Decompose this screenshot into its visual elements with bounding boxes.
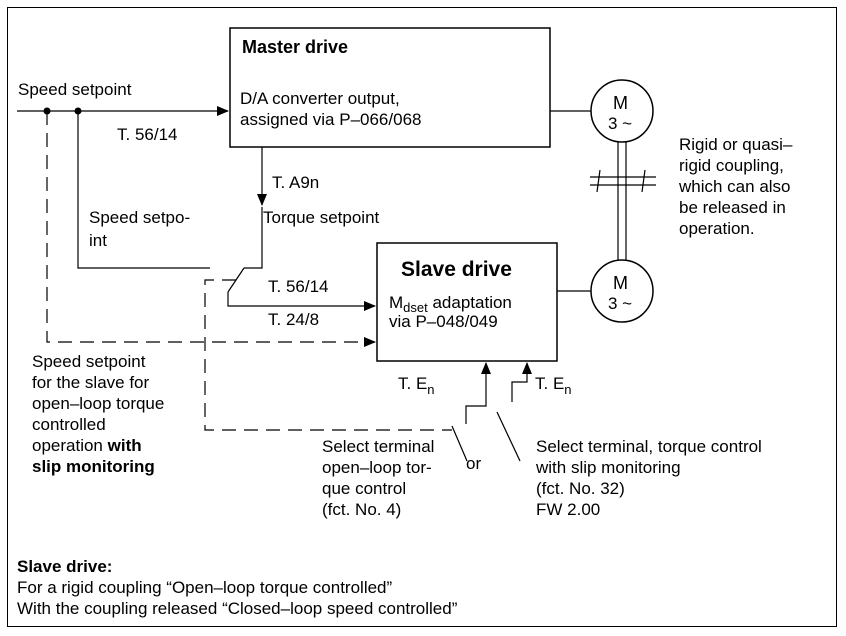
coupling-note-4: be released in	[679, 198, 786, 217]
terminal-en-left: T. En	[398, 374, 435, 397]
select-right-1: Select terminal, torque control	[536, 437, 762, 456]
slave-drive-box	[376, 242, 558, 362]
terminal-56-14-top: T. 56/14	[117, 125, 178, 144]
select-left-2: open–loop tor-	[322, 458, 432, 477]
slave-setpoint-line-5: operation with	[32, 436, 142, 455]
master-drive-title: Master drive	[242, 37, 349, 57]
coupling-note-1: Rigid or quasi–	[679, 135, 793, 154]
slave-drive-line-2: via P–048/049	[389, 312, 498, 331]
footer-title: Slave drive:	[17, 557, 113, 576]
slave-setpoint-line-4: controlled	[32, 415, 106, 434]
slave-setpoint-line-6: slip monitoring	[32, 457, 155, 476]
footer-line-1: For a rigid coupling “Open–loop torque c…	[17, 578, 393, 597]
select-right-2: with slip monitoring	[536, 458, 681, 477]
coupling-note-2: rigid coupling,	[679, 156, 784, 175]
select-left-1: Select terminal	[322, 437, 435, 456]
terminal-en-right: T. En	[535, 374, 572, 397]
slave-drive-title: Slave drive	[401, 258, 512, 281]
slave-setpoint-line-2: for the slave for	[32, 373, 150, 392]
master-drive-box	[229, 27, 551, 148]
speed-setpo-label: Speed setpo-	[89, 208, 191, 227]
torque-setpoint-label: Torque setpoint	[263, 208, 380, 227]
or-label: or	[466, 454, 482, 473]
master-drive-line-2: assigned via P–066/068	[240, 110, 422, 129]
select-left-4: (fct. No. 4)	[322, 500, 402, 519]
terminal-56-14: T. 56/14	[268, 277, 329, 296]
footer-line-2: With the coupling released “Closed–loop …	[17, 599, 458, 618]
speed-setpo-int: int	[89, 231, 107, 250]
slave-setpoint-line-3: open–loop torque	[32, 394, 165, 413]
motor-2-label: M	[613, 273, 628, 293]
motor-1-phase: 3 ~	[608, 114, 633, 133]
select-right-4: FW 2.00	[536, 500, 601, 519]
coupling-note-3: which can also	[679, 177, 791, 196]
mdset-adaptation: Mdset adaptation	[389, 293, 512, 315]
speed-setpoint-label: Speed setpoint	[18, 80, 132, 99]
motor-1-label: M	[613, 93, 628, 113]
master-drive-line-1: D/A converter output,	[240, 89, 400, 108]
terminal-24-8: T. 24/8	[268, 310, 320, 329]
select-left-3: que control	[322, 479, 407, 498]
motor-2-phase: 3 ~	[608, 294, 633, 313]
select-right-3: (fct. No. 32)	[536, 479, 625, 498]
coupling-note-5: operation.	[679, 219, 755, 238]
diagram-frame	[7, 7, 837, 627]
terminal-a9n: T. A9n	[272, 173, 320, 192]
slave-setpoint-line-1: Speed setpoint	[32, 352, 146, 371]
